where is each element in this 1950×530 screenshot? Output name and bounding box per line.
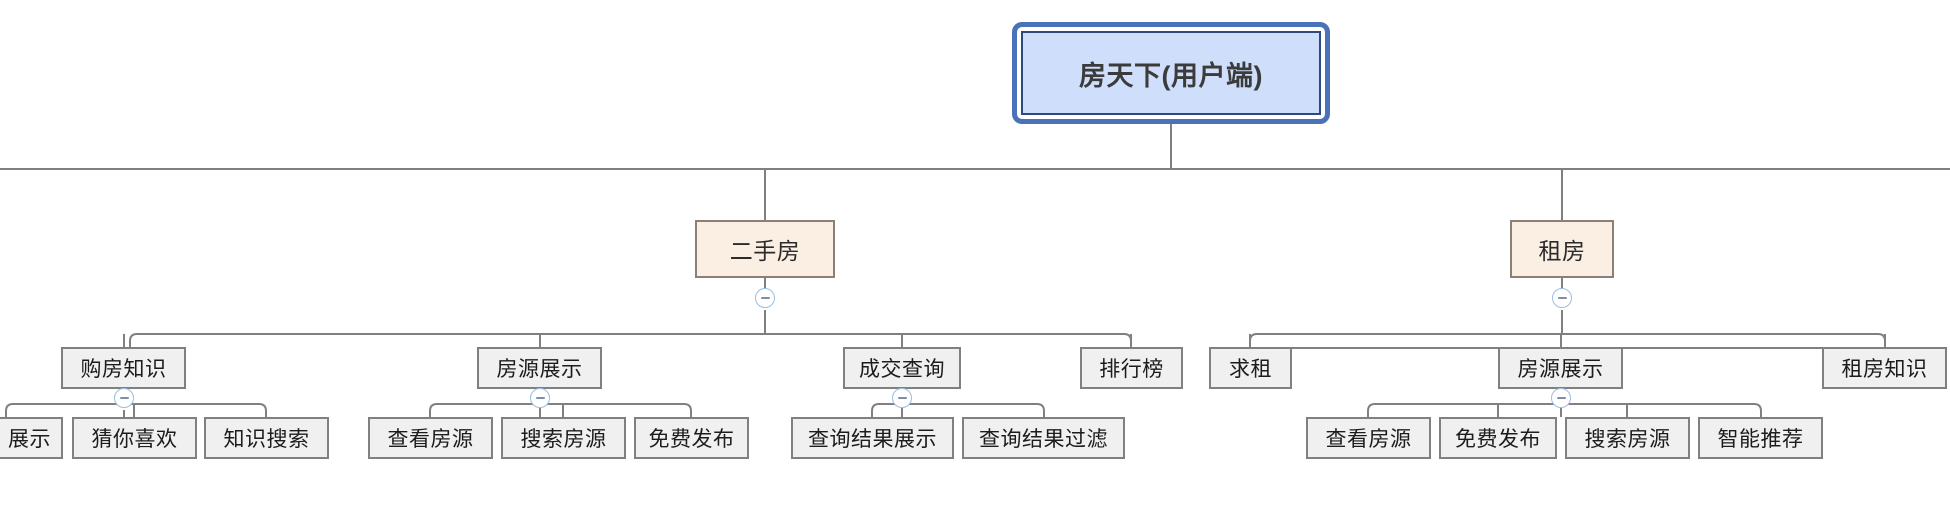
- wire-fyzsa-bus: [429, 403, 692, 417]
- node-sousuo-fangyuan-b[interactable]: 搜索房源: [1565, 417, 1690, 459]
- wire-ershoufang-bus: [129, 333, 1132, 348]
- node-zhanshi[interactable]: 展示: [0, 417, 63, 459]
- wire-gfzs-bus: [5, 403, 267, 417]
- minus-icon: [1556, 397, 1566, 399]
- collapse-toggle-goufang-zhishi[interactable]: [114, 388, 134, 408]
- node-fangyuan-zhanshi-zufang[interactable]: 房源展示: [1498, 347, 1623, 389]
- node-mianfei-fabu-a[interactable]: 免费发布: [634, 417, 749, 459]
- minus-icon: [535, 397, 545, 399]
- collapse-toggle-zufang[interactable]: [1552, 288, 1572, 308]
- node-chakan-fangyuan-a[interactable]: 查看房源: [368, 417, 493, 459]
- node-mianfei-fabu-b[interactable]: 免费发布: [1439, 417, 1557, 459]
- node-chaxun-jieguo-guolv[interactable]: 查询结果过滤: [962, 417, 1125, 459]
- collapse-toggle-fangyuan-zhanshi-a[interactable]: [530, 388, 550, 408]
- node-fangyuan-zhanshi-ershoufang[interactable]: 房源展示: [477, 347, 602, 389]
- node-cainixihuan[interactable]: 猜你喜欢: [72, 417, 197, 459]
- node-chakan-fangyuan-b[interactable]: 查看房源: [1306, 417, 1431, 459]
- node-zhineng-tuijian[interactable]: 智能推荐: [1698, 417, 1823, 459]
- root-node-label: 房天下(用户端): [1021, 31, 1321, 115]
- collapse-toggle-chengjiao-chaxun[interactable]: [892, 388, 912, 408]
- node-zhishi-sousuo[interactable]: 知识搜索: [204, 417, 329, 459]
- node-qiuzu[interactable]: 求租: [1209, 347, 1292, 389]
- minus-icon: [119, 397, 129, 399]
- collapse-toggle-fangyuan-zhanshi-b[interactable]: [1551, 388, 1571, 408]
- node-chaxun-jieguo-zhanshi[interactable]: 查询结果展示: [791, 417, 954, 459]
- root-node[interactable]: 房天下(用户端): [1012, 22, 1330, 124]
- node-goufang-zhishi[interactable]: 购房知识: [61, 347, 186, 389]
- minus-icon: [1557, 297, 1567, 299]
- node-chengjiao-chaxun[interactable]: 成交查询: [843, 347, 961, 389]
- wire-zufang-bus-line: [1249, 333, 1886, 342]
- node-paihangbang[interactable]: 排行榜: [1080, 347, 1183, 389]
- minus-icon: [897, 397, 907, 399]
- collapse-toggle-ershoufang[interactable]: [755, 288, 775, 308]
- node-zufang[interactable]: 租房: [1510, 220, 1614, 278]
- node-zufang-zhishi[interactable]: 租房知识: [1822, 347, 1947, 389]
- node-sousuo-fangyuan-a[interactable]: 搜索房源: [501, 417, 626, 459]
- node-ershoufang[interactable]: 二手房: [695, 220, 835, 278]
- minus-icon: [760, 297, 770, 299]
